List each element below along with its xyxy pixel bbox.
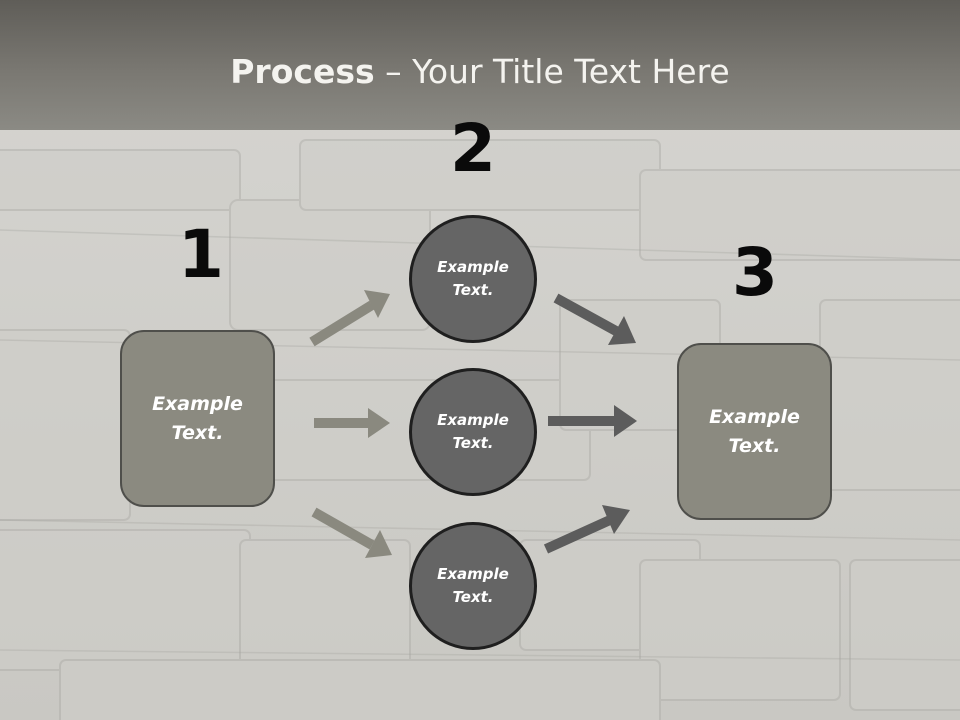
arrow-middle-circle-to-box	[548, 405, 637, 437]
circle-bottom-line2: Text.	[452, 588, 494, 606]
step-1-box: Example Text.	[120, 330, 275, 507]
circle-middle-line2: Text.	[452, 434, 494, 452]
step-2-circle-bottom: Example Text.	[409, 522, 537, 650]
step-number-3: 3	[732, 234, 778, 311]
arrow-top-circle-to-box	[553, 293, 636, 345]
title-band	[0, 0, 960, 130]
step-3-box: Example Text.	[677, 343, 832, 520]
step-1-label-line1: Example	[152, 392, 243, 415]
step-1-label-line2: Text.	[171, 421, 224, 444]
title-bold: Process	[230, 52, 375, 91]
step-2-circle-middle: Example Text.	[409, 368, 537, 496]
circle-top-line2: Text.	[452, 281, 494, 299]
step-3-label-line2: Text.	[728, 434, 781, 457]
step-number-1: 1	[178, 216, 224, 293]
arrow-box-to-bottom-circle	[311, 507, 392, 558]
arrow-box-to-middle-circle	[314, 408, 390, 438]
step-number-2: 2	[450, 110, 496, 187]
title-rest: – Your Title Text Here	[374, 52, 730, 91]
circle-top-line1: Example	[437, 258, 509, 276]
step-3-label-line1: Example	[709, 405, 800, 428]
circle-bottom-line1: Example	[437, 565, 509, 583]
slide-title: Process – Your Title Text Here	[0, 52, 960, 91]
step-2-circle-top: Example Text.	[409, 215, 537, 343]
arrow-bottom-circle-to-box	[543, 505, 630, 554]
circle-middle-line1: Example	[437, 411, 509, 429]
arrow-box-to-top-circle	[309, 290, 390, 347]
